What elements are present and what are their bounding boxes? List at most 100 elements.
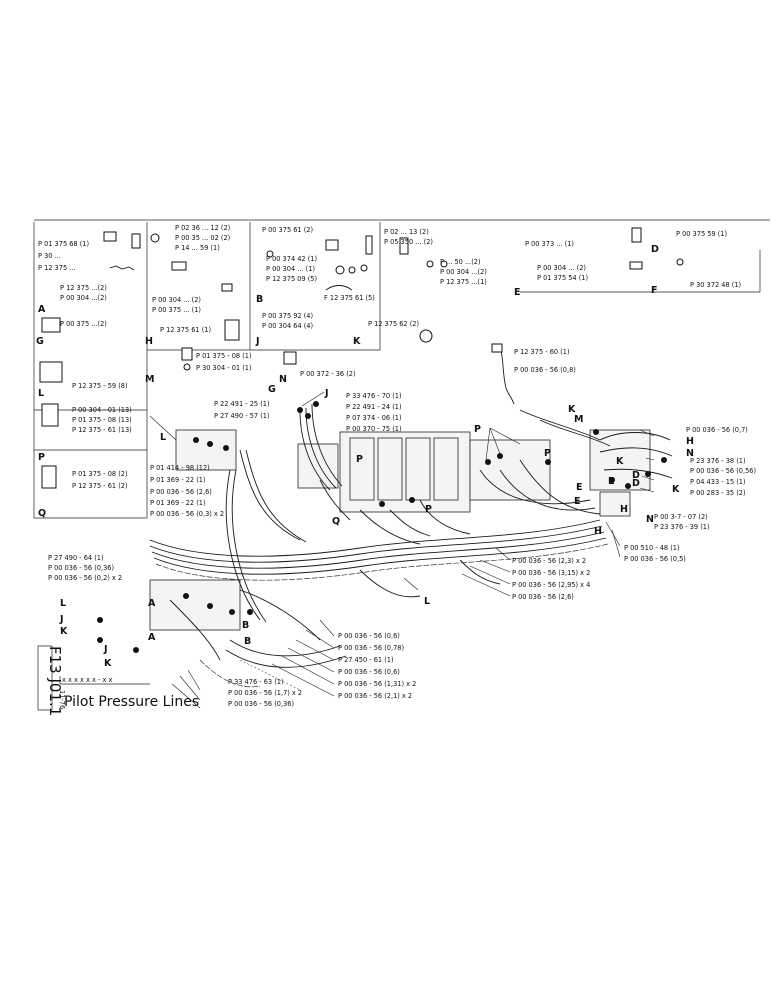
revision: 11-76 (58, 690, 66, 709)
hose-bundle (149, 403, 673, 688)
title-block: x x x x x x - x x Pilot Pressure Lines F… (37, 645, 199, 716)
letter-p-5: P (544, 448, 551, 459)
letter-a-3: A (148, 632, 156, 643)
pn-label: P 01 375 - 08 (1) (196, 352, 252, 360)
letter-n-3: N (646, 514, 654, 525)
letter-d-2: D (632, 478, 640, 489)
pn-label: P 00 3-7 - 07 (2) (654, 513, 708, 521)
pn-label: P 30 304 - 01 (1) (196, 364, 252, 372)
fittings (97, 401, 667, 653)
letter-m-2: M (574, 414, 583, 425)
pn-label: P 00 036 - 56 (0,8) (514, 366, 576, 374)
letter-h-2: H (686, 436, 694, 447)
letter-k-5: K (60, 626, 68, 637)
pn-label: P 00 304 ... (1) (266, 265, 315, 273)
pn-label: P 00 304 ... (2) (537, 264, 586, 272)
pn-label: P 00 036 - 56 (1,31) x 2 (338, 680, 416, 688)
pn-label: P 00 036 - 56 (3,15) x 2 (512, 569, 590, 577)
letter-k: K (353, 336, 361, 347)
letter-d: D (651, 244, 659, 255)
pn-label: P 00 375 ...(2) (60, 320, 107, 328)
pn-label: P 00 036 - 56 (0,3) x 2 (150, 510, 224, 518)
pn-label: P 00 375 92 (4) (262, 312, 313, 320)
letter-e-4: E (574, 496, 581, 507)
hose-length-labels: P 00 036 - 56 (2,3) x 2 P 00 036 - 56 (3… (512, 557, 590, 601)
pn-label: P 00 036 - 56 (0,36) (228, 700, 294, 708)
pn-label: P 00 304 ...(2) (60, 294, 107, 302)
pn-label: P 00 375 61 (2) (262, 226, 313, 234)
block-l-labels: P 01 414 - 98 (12) P 01 369 - 22 (1) P 0… (150, 464, 224, 518)
letter-h-4: H (594, 526, 602, 537)
pn-label: P 27 490 - 57 (1) (214, 412, 270, 420)
right-block-labels: P 00 036 - 56 (0,7) P 23 376 - 38 (1) P … (624, 426, 756, 563)
letter-p: P (38, 452, 45, 463)
letter-n: N (279, 374, 287, 385)
pn-label: P 00 036 - 56 (0,6) (338, 668, 400, 676)
pn-label: P 00 372 - 36 (2) (300, 370, 356, 378)
letter-b: B (256, 294, 263, 305)
letter-l-4: L (60, 598, 66, 609)
pn-label: P 27 450 - 61 (1) (338, 656, 394, 664)
pn-label: P 12 375 - 59 (8) (72, 382, 128, 390)
letter-g: G (36, 336, 44, 347)
pn-label: P 00 375 ... (1) (152, 306, 201, 314)
pn-label: P 12 375 - 61 (13) (72, 426, 132, 434)
section-letters: A G H B J K D E F L M N P Q L G J Q P P … (36, 244, 694, 669)
letter-e: E (514, 287, 521, 298)
pn-label: F 12 375 61 (5) (324, 294, 375, 302)
pn-label: P 12 375 62 (2) (368, 320, 419, 328)
letter-n-2: N (686, 448, 694, 459)
pn-label: P 23 376 - 39 (1) (654, 523, 710, 531)
pn-label: P 00 036 - 56 (2,6) (150, 488, 212, 496)
left-fitting-labels: P 00 304 - 01 (13) P 01 375 - 08 (13) P … (72, 406, 132, 490)
pn-label: P 00 036 - 56 (0,5) (624, 555, 686, 563)
letter-c: D (632, 470, 640, 481)
pn-label: P 00 35 ... 02 (2) (175, 234, 230, 242)
letter-l: L (38, 388, 44, 399)
bottom-center-labels: P 00 036 - 56 (0,6) P 00 036 - 56 (0,78)… (228, 632, 416, 708)
pn-label: P 00 036 - 56 (0,7) (686, 426, 748, 434)
letter-l-3: L (424, 596, 430, 607)
pn-label: P 02 36 ... 12 (2) (175, 224, 230, 232)
block-g-labels: P 22 491 - 25 (1) P 27 490 - 57 (1) P 33… (214, 392, 402, 433)
valve-bank (149, 429, 651, 631)
pn-label: P 02 ... 13 (2) (384, 228, 429, 236)
pn-label: P 00 304 - 01 (13) (72, 406, 132, 414)
pn-label: P 00 304 64 (4) (262, 322, 313, 330)
pn-label: P 00 510 - 48 (1) (624, 544, 680, 552)
bottom-left-labels: P 27 490 - 64 (1) P 00 036 - 56 (0,36) P… (48, 554, 122, 582)
letter-l-2: L (160, 432, 166, 443)
pn-label: P 30 372 48 (1) (690, 281, 741, 289)
pn-label: P 00 036 - 56 (0,2) x 2 (48, 574, 122, 582)
pn-label: P 30 ... (38, 252, 61, 260)
pn-label: P 12 375 - 61 (2) (72, 482, 128, 490)
letter-h-3: H (620, 504, 628, 515)
letter-b-3: B (244, 636, 251, 647)
letter-j-4: J (103, 644, 108, 655)
pn-label: P 00 036 - 56 (1,7) x 2 (228, 689, 302, 697)
pn-label: P 00 036 - 56 (0,78) (338, 644, 404, 652)
letter-k-4: K (672, 484, 680, 495)
pn-label: P 12 375 ...(2) (60, 284, 107, 292)
pn-label: P 12 375 61 (1) (160, 326, 211, 334)
letter-p-4: P (356, 454, 363, 465)
pn-label: P 22 491 - 25 (1) (214, 400, 270, 408)
pn-label: P 00 036 - 56 (2,6) (512, 593, 574, 601)
leader-lines (149, 391, 655, 709)
drawing-title: Pilot Pressure Lines (64, 694, 199, 710)
pn-label: P 00 036 - 56 (0,56) (690, 467, 756, 475)
pn-label: P 04 433 - 15 (1) (690, 478, 746, 486)
letter-g-2: G (268, 384, 276, 395)
pn-label: P 01 375 - 08 (13) (72, 416, 132, 424)
pn-label: P 01 375 - 08 (2) (72, 470, 128, 478)
pn-label: P 22 491 - 24 (1) (346, 403, 402, 411)
pn-label: P 01 369 - 22 (1) (150, 499, 206, 507)
upper-part-labels: P 01 375 - 08 (1) P 30 304 - 01 (1) P 00… (72, 348, 576, 390)
pn-label: P 12 375 ... (38, 264, 76, 272)
pn-label: P 00 375 59 (1) (676, 230, 727, 238)
top-left-labels: P 01 375 68 (1) P 30 ... P 12 375 ... P … (38, 224, 741, 302)
pn-label: P 01 414 - 98 (12) (150, 464, 210, 472)
pn-label: P 01 375 54 (1) (537, 274, 588, 282)
mid-left-labels: P 00 375 ...(2) P 00 304 ... (2) P 00 37… (60, 294, 419, 334)
letter-h: H (145, 336, 153, 347)
